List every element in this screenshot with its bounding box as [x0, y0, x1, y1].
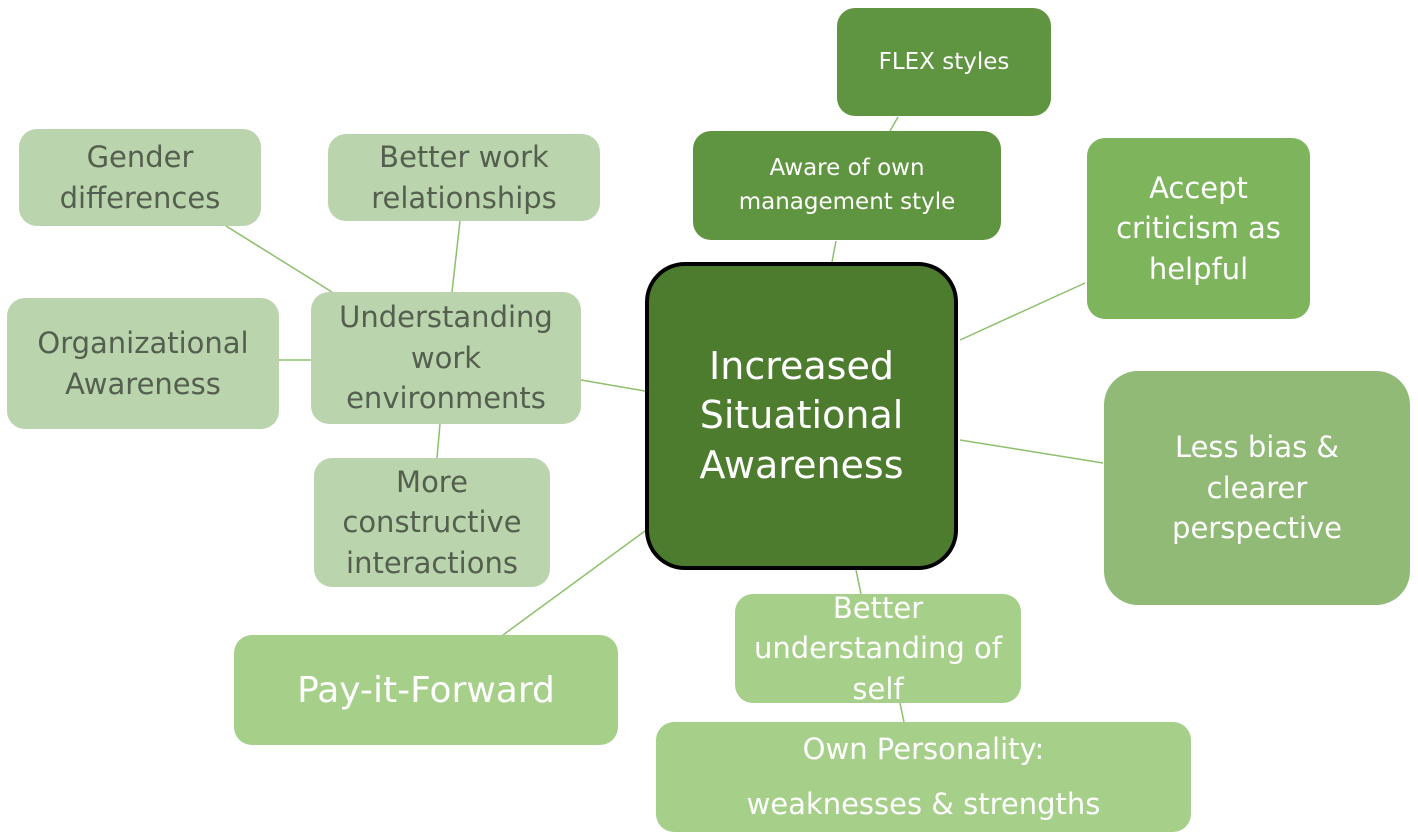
connector-pay-center	[502, 530, 646, 636]
connector-own-self	[899, 702, 905, 723]
node-text: criticism as	[1116, 211, 1281, 246]
node-text: weaknesses & strengths	[746, 787, 1101, 821]
node-text: Own Personality:	[802, 731, 1045, 766]
node-text: Better work	[379, 139, 549, 174]
node-text: helpful	[1148, 251, 1249, 286]
connector-accept-center	[959, 282, 1086, 341]
node-organizational-awareness: Organizational Awareness	[7, 298, 279, 429]
connector-betterwork-understand	[451, 220, 461, 293]
node-text: management style	[738, 188, 956, 215]
connector-flex-aware	[889, 116, 899, 132]
node-gender-differences: Gender differences	[19, 129, 261, 226]
node-text: More	[396, 464, 468, 499]
node-text: Gender	[86, 139, 194, 174]
node-accept-criticism: Accept criticism as helpful	[1087, 138, 1310, 319]
node-text: Aware of own	[769, 155, 925, 182]
center-line: Increased	[709, 343, 894, 388]
node-text: Pay-it-Forward	[297, 669, 555, 711]
node-text: differences	[59, 180, 221, 215]
node-more-constructive-interactions: More constructive interactions	[314, 458, 550, 587]
node-text: Understanding	[339, 300, 553, 335]
center-line: Awareness	[699, 442, 904, 487]
connector-aware-center	[831, 240, 837, 263]
connector-self-center	[855, 569, 862, 595]
connector-more-understand	[436, 423, 441, 459]
node-text: constructive	[342, 505, 522, 540]
center-line: Situational	[699, 393, 904, 438]
node-text: understanding of	[754, 631, 1002, 666]
node-text: relationships	[371, 180, 557, 215]
node-better-work-relationships: Better work relationships	[328, 134, 600, 221]
node-aware-own-management-style: Aware of own management style	[693, 131, 1001, 240]
connector-bias-center	[959, 439, 1104, 464]
node-text: Less bias &	[1174, 430, 1340, 465]
node-text: self	[852, 671, 904, 706]
node-text: Awareness	[65, 366, 221, 401]
node-flex-styles: FLEX styles	[837, 8, 1051, 116]
node-text: environments	[346, 381, 546, 416]
node-text: interactions	[346, 545, 518, 580]
connector-gender-understand	[225, 225, 333, 293]
node-text: work	[410, 340, 482, 375]
node-less-bias: Less bias & clearer perspective	[1104, 371, 1410, 605]
connector-understand-center	[580, 379, 646, 392]
node-own-personality: Own Personality: weaknesses & strengths	[656, 722, 1191, 832]
node-better-understanding-self: Better understanding of self	[735, 591, 1021, 706]
node-text: Better	[832, 590, 924, 625]
node-text: perspective	[1172, 511, 1342, 546]
node-text: FLEX styles	[878, 48, 1010, 75]
central-node: Increased Situational Awareness	[645, 262, 958, 570]
node-pay-it-forward: Pay-it-Forward	[234, 635, 618, 745]
node-text: Accept	[1149, 170, 1248, 205]
node-text: clearer	[1206, 470, 1308, 505]
node-understanding-work-environments: Understanding work environments	[311, 292, 581, 424]
node-text: Organizational	[37, 325, 249, 360]
